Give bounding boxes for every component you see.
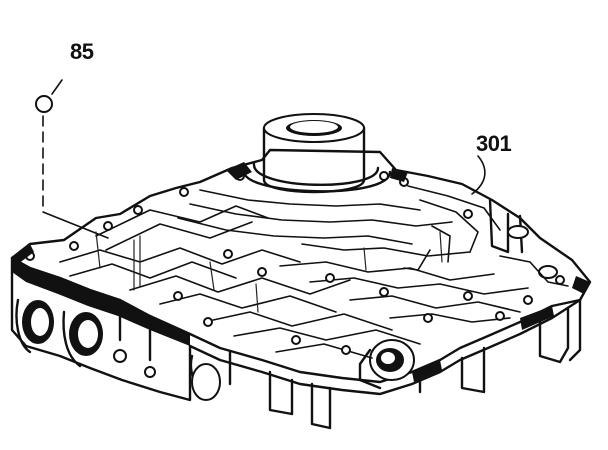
fluid-channels [59, 185, 569, 359]
leader-301 [471, 155, 486, 195]
bolt-holes [25, 171, 565, 355]
callout-85: 85 [70, 39, 94, 64]
callout-301: 301 [476, 131, 512, 156]
leader-85 [42, 79, 109, 239]
valve-body [10, 113, 592, 430]
check-ball-85 [35, 95, 53, 113]
